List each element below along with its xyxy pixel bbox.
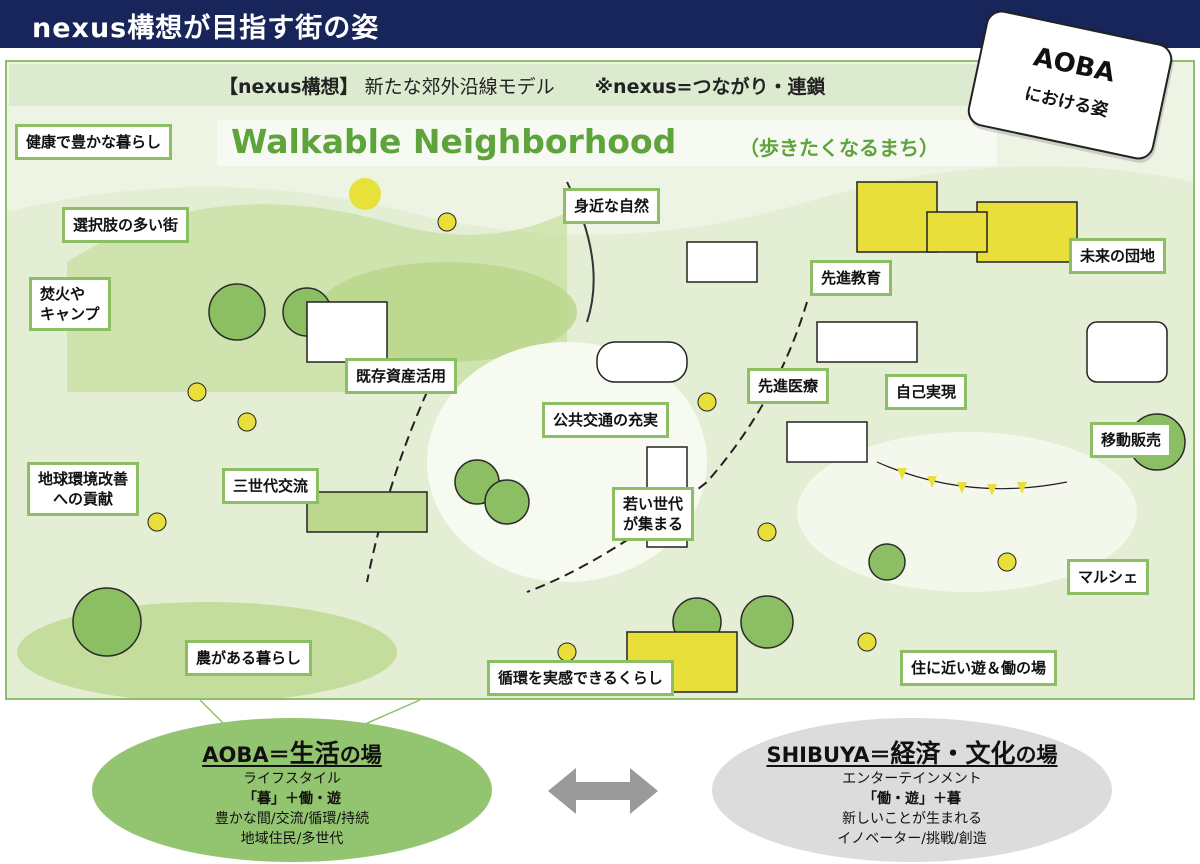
label-self: 自己実現 (885, 374, 968, 410)
label-future: 未来の団地 (1069, 238, 1167, 274)
label-nature: 身近な自然 (563, 188, 661, 224)
label-assets: 既存資産活用 (345, 358, 458, 394)
label-farm: 農がある暮らし (185, 640, 313, 676)
label-choices: 選択肢の多い街 (62, 207, 190, 243)
shibuya-title: SHIBUYA＝経済・文化の場 (712, 734, 1112, 770)
label-young-line1: 若い世代 (623, 495, 684, 513)
concept-model: 新たな郊外沿線モデル (364, 76, 555, 98)
label-generations: 三世代交流 (222, 468, 320, 504)
page-title: nexus構想が目指す街の姿 (32, 13, 380, 44)
label-workplay: 住に近い遊＆働の場 (900, 650, 1058, 686)
label-marche: マルシェ (1067, 559, 1150, 595)
label-bonfire-line2: キャンプ (40, 305, 100, 323)
shibuya-title-prefix: SHIBUYA＝ (766, 743, 891, 767)
label-mobile: 移動販売 (1090, 422, 1173, 458)
aoba-title-suffix: の場 (339, 743, 382, 767)
aoba-line-4: 地域住民/多世代 (240, 831, 344, 847)
aoba-line-1: ライフスタイル (243, 771, 341, 787)
label-health: 健康で豊かな暮らし (15, 124, 173, 160)
label-education: 先進教育 (810, 260, 893, 296)
concept-text: 【nexus構想】 新たな郊外沿線モデル ※nexus=つながり・連鎖 (219, 72, 825, 99)
label-bonfire: 焚火やキャンプ (29, 277, 111, 331)
label-environment-line1: 地球環境改善 (38, 470, 129, 488)
walkable-title: Walkable Neighborhood （歩きたくなるまち） (217, 120, 997, 166)
aoba-title-main: 生活 (289, 739, 340, 768)
double-arrow-icon (548, 768, 658, 814)
shibuya-line-3: 新しいことが生まれる (842, 811, 982, 827)
concept-bracket: 【nexus構想】 (219, 76, 359, 98)
label-environment-line2: への貢献 (53, 490, 114, 508)
shibuya-line-2: 「働・遊」＋暮 (863, 791, 961, 807)
label-young: 若い世代が集まる (612, 487, 695, 541)
label-bonfire-line1: 焚火や (40, 285, 86, 303)
aoba-title-prefix: AOBA＝ (202, 743, 290, 767)
concept-bar: 【nexus構想】 新たな郊外沿線モデル ※nexus=つながり・連鎖 (9, 64, 989, 106)
aoba-ellipse: AOBA＝生活の場 ライフスタイル 「暮」＋働・遊 豊かな間/交流/循環/持続 … (92, 718, 492, 862)
walkable-en: Walkable Neighborhood (231, 122, 677, 161)
aoba-line-2: 「暮」＋働・遊 (243, 791, 341, 807)
label-young-line2: が集まる (623, 515, 684, 533)
shibuya-line-4: イノベーター/挑戦/創造 (837, 831, 987, 847)
concept-note: ※nexus=つながり・連鎖 (594, 76, 826, 98)
label-transit: 公共交通の充実 (542, 402, 670, 438)
illustration-panel: 【nexus構想】 新たな郊外沿線モデル ※nexus=つながり・連鎖 Walka… (5, 60, 1195, 700)
shibuya-title-main: 経済・文化 (890, 739, 1016, 768)
shibuya-line-1: エンターテインメント (842, 771, 982, 787)
aoba-line-3: 豊かな間/交流/循環/持続 (214, 811, 370, 827)
walkable-ja: （歩きたくなるまち） (739, 136, 939, 160)
label-medical: 先進医療 (747, 368, 830, 404)
label-environment: 地球環境改善への貢献 (27, 462, 140, 516)
label-circular: 循環を実感できるくらし (487, 660, 674, 696)
shibuya-ellipse: SHIBUYA＝経済・文化の場 エンターテインメント 「働・遊」＋暮 新しいこと… (712, 718, 1112, 862)
shibuya-title-suffix: の場 (1015, 743, 1058, 767)
aoba-title: AOBA＝生活の場 (92, 734, 492, 770)
